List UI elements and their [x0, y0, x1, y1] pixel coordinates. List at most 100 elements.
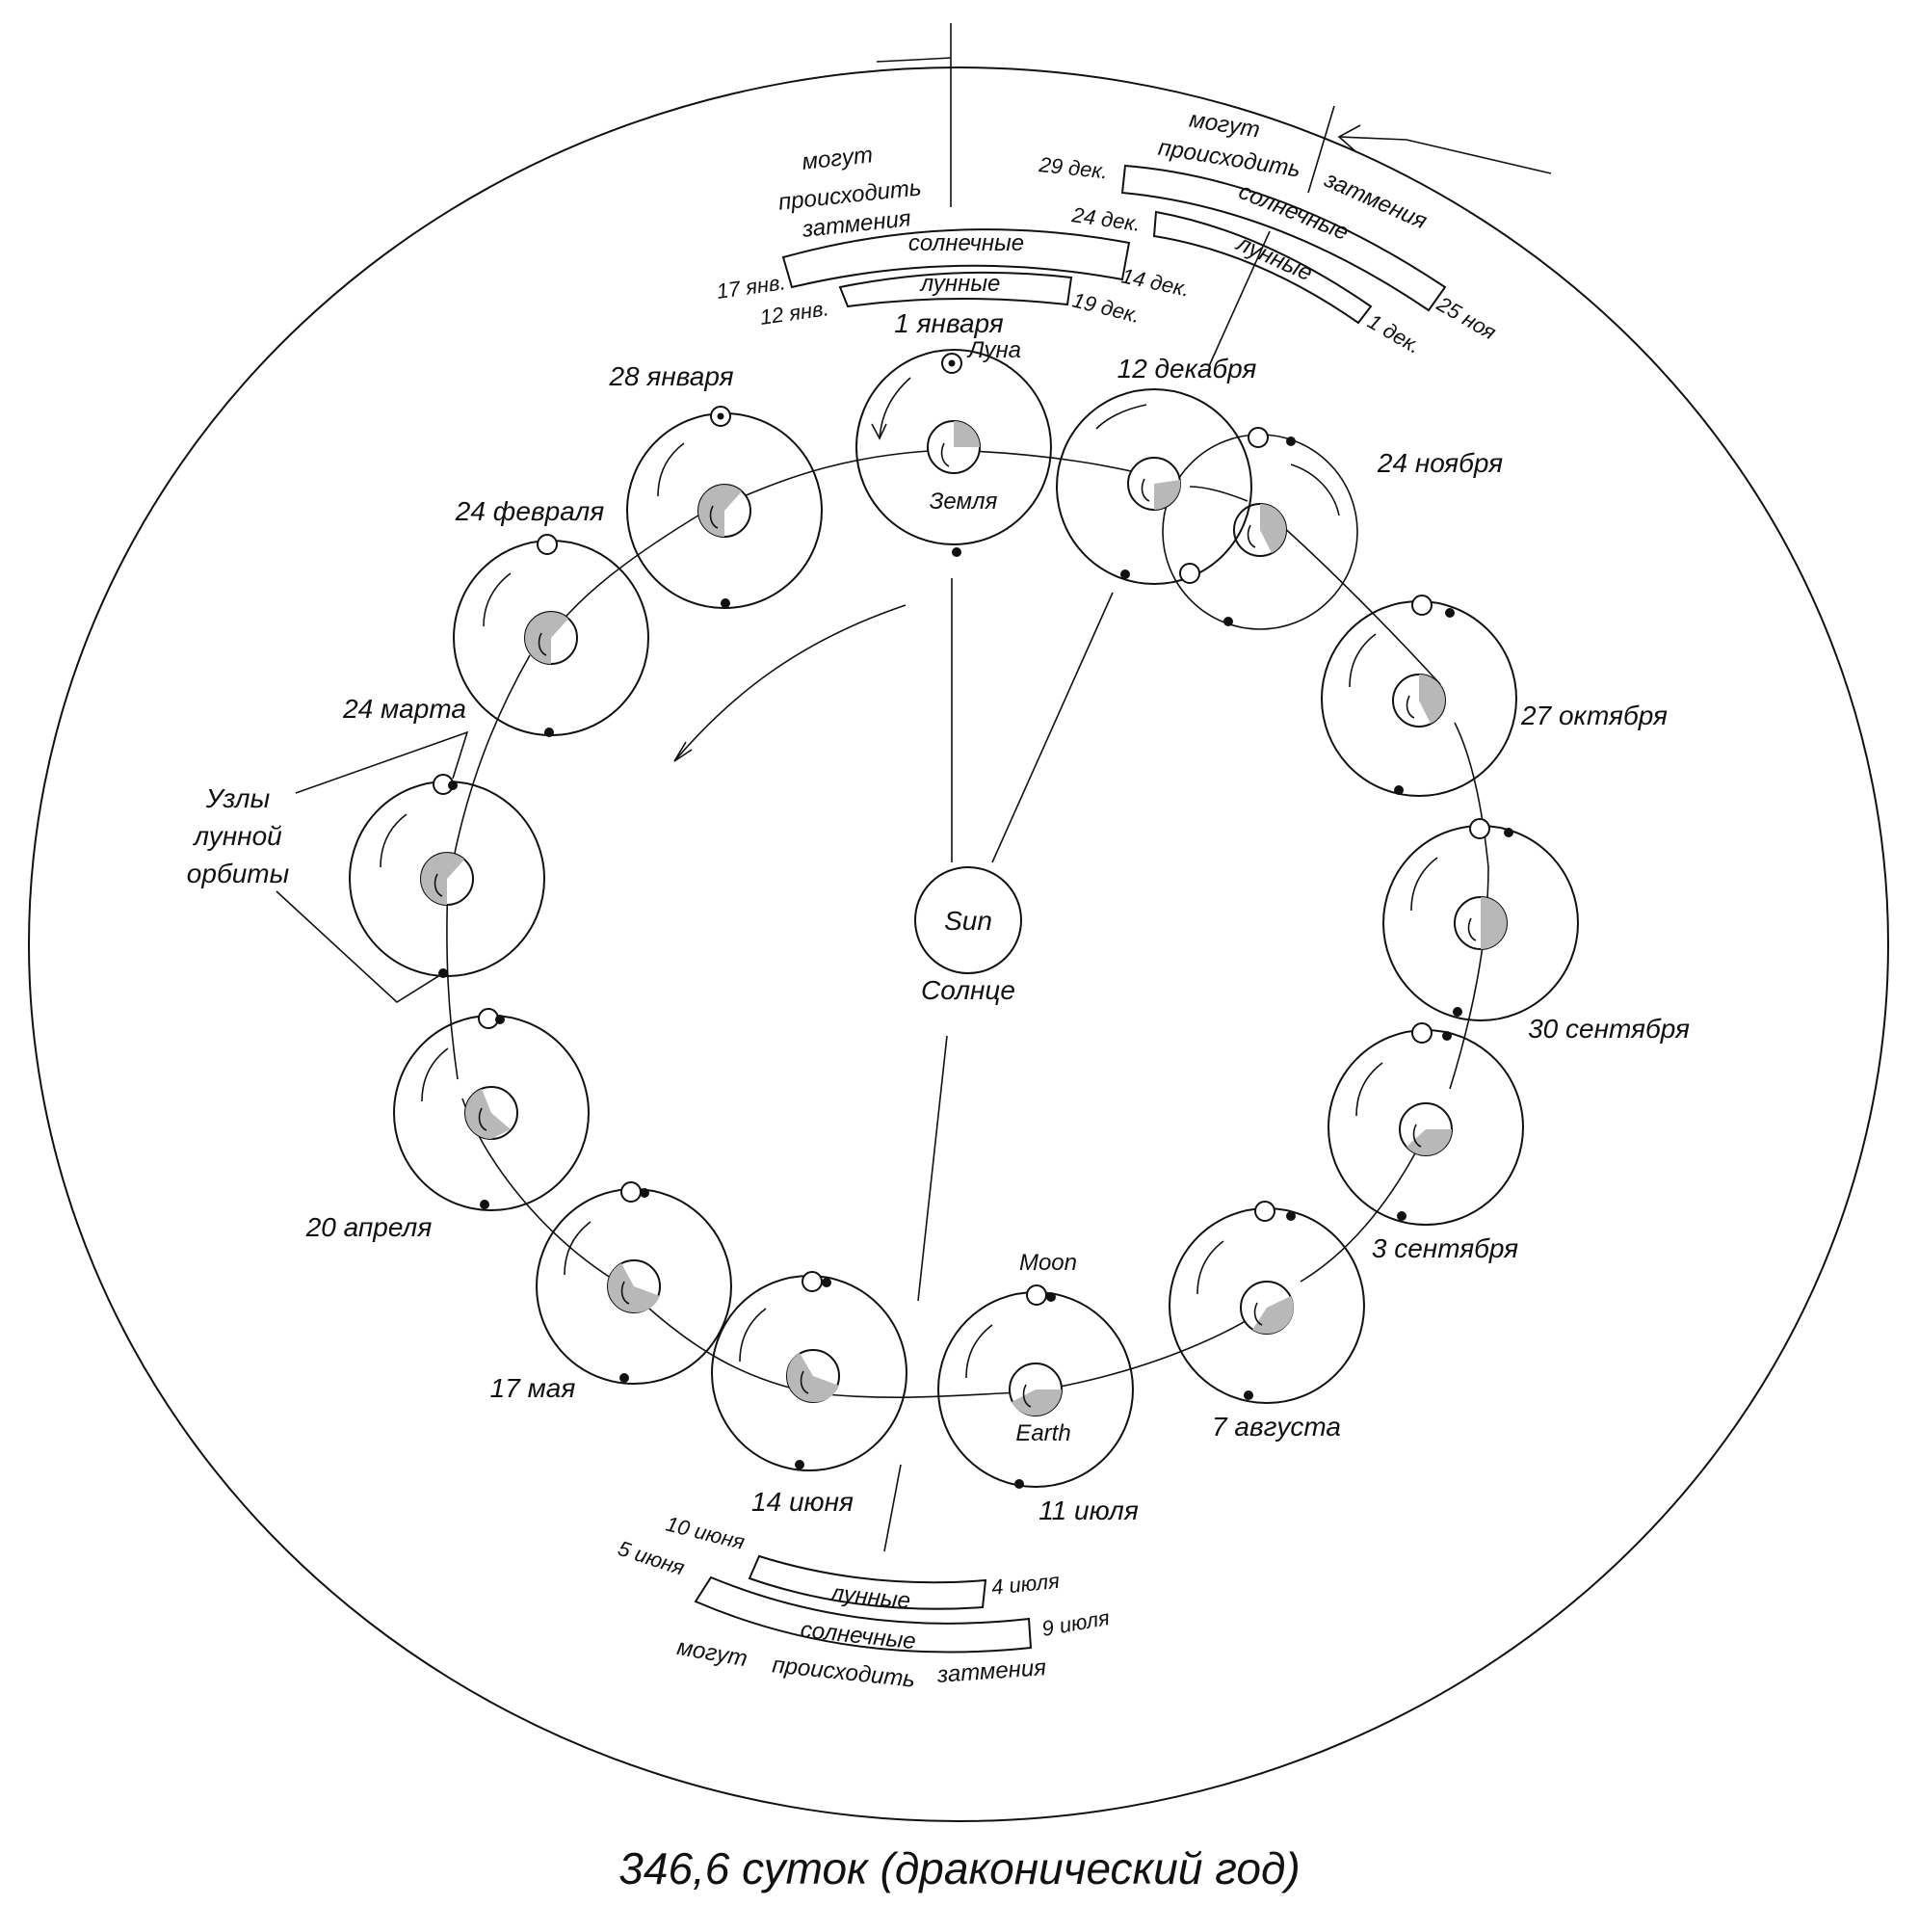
node-dot-lower: [1223, 617, 1233, 626]
solar-band: [694, 1575, 1033, 1654]
earth-rotation-arrow: [478, 1107, 487, 1131]
earth-shadow: [698, 485, 742, 537]
moon-orbit-arrow: [1410, 857, 1438, 912]
moon-orbit-arrow: [483, 572, 512, 627]
earth-shadow: [465, 1089, 511, 1139]
moon-body: [1411, 595, 1433, 616]
moon-orbit-arrow: [739, 1308, 767, 1363]
node-dot-lower: [480, 1200, 489, 1209]
moon-orbit-arrow: [1290, 463, 1340, 516]
date-label: 14 июня: [751, 1487, 854, 1517]
moon-center-dot: [948, 359, 956, 367]
position-nov-24: 24 ноября: [1162, 427, 1503, 630]
earth-shadow: [1481, 897, 1507, 949]
earth-rotation-arrow: [940, 442, 950, 467]
moon-label-en: Moon: [1019, 1250, 1077, 1276]
date-label: 20 апреля: [305, 1212, 433, 1242]
sun-label-ru: Солнце: [921, 975, 1015, 1005]
lunar-band-label: лунные: [828, 1580, 911, 1615]
position-sep-3: 3 сентября: [1328, 1022, 1524, 1263]
node-dot: [1445, 608, 1455, 618]
earth-rotation-arrow: [1412, 1124, 1422, 1148]
note-line-1: могут: [801, 142, 874, 175]
moon-orbit: [1056, 388, 1252, 585]
date-label: 1 января: [894, 308, 1004, 338]
interior-motion-arrowhead: [673, 741, 693, 762]
moon-body: [1469, 818, 1490, 839]
lunar-band-label: лунные: [919, 271, 1001, 297]
earth-label-en: Earth: [1015, 1420, 1070, 1446]
moon-orbit-arrow: [1196, 1240, 1224, 1295]
earth-shadow: [1419, 675, 1445, 724]
node-dot: [1046, 1292, 1056, 1302]
lunar-band: [1152, 210, 1373, 325]
node-dot-lower: [1453, 1007, 1462, 1017]
eclipse-season-top-left: солнечные лунные могут происходить затме…: [715, 142, 1192, 330]
note-line-2: происходить: [771, 1652, 916, 1692]
earth-rotation-arrow: [709, 505, 719, 529]
node-dot-lower: [795, 1460, 804, 1469]
moon-body: [802, 1271, 823, 1292]
node-dot: [640, 1188, 649, 1198]
earth-shadow: [786, 1353, 839, 1403]
earth-rotation-arrow: [1022, 1384, 1032, 1408]
node-line-tilted-b: [1208, 230, 1271, 367]
position-feb-24: 24 февраля: [453, 496, 649, 737]
position-jan-28: 28 января: [608, 361, 823, 609]
note-line-3: затмения: [935, 1654, 1047, 1688]
lunar-start-date: 12 янв.: [758, 296, 830, 330]
node-dot: [1442, 1031, 1452, 1041]
moon-body: [1411, 1022, 1433, 1044]
date-label: 12 декабря: [1117, 354, 1257, 384]
nodes-pointer-bottom: [276, 890, 444, 1004]
position-mar-24: 24 марта: [342, 694, 545, 978]
moon-orbit-arrow: [421, 1047, 449, 1102]
lunar-band-label: лунные: [1231, 229, 1316, 286]
moon-body: [1248, 427, 1269, 448]
earth-rotation-arrow: [1406, 695, 1415, 719]
date-label: 3 сентября: [1372, 1233, 1518, 1263]
nodes-label-line-3: орбиты: [187, 859, 290, 888]
moon-label: Луна: [966, 337, 1021, 363]
solar-start-date: 5 июня: [615, 1536, 687, 1580]
nodes-pointer-top: [295, 730, 469, 794]
earth-label: Земля: [930, 489, 998, 515]
date-label: 30 сентября: [1528, 1014, 1690, 1044]
date-label: 28 января: [608, 361, 733, 391]
node-dot: [1504, 828, 1513, 837]
earth-orbit-ellipse: [28, 66, 1889, 1822]
top-left-leader: [876, 57, 952, 63]
earth-rotation-arrow: [1247, 524, 1256, 548]
earth-shadow: [1260, 504, 1286, 553]
lunar-end-date: 19 дек.: [1070, 288, 1143, 329]
earth-shadow: [1252, 1296, 1294, 1335]
node-dot: [721, 598, 730, 608]
node-dot: [544, 728, 554, 737]
node-dot: [952, 547, 961, 557]
earth-path: [446, 449, 1489, 1398]
earth-rotation-arrow: [620, 1281, 630, 1305]
moon-body: [537, 534, 558, 555]
nodes-callout: Узлы лунной орбиты: [187, 730, 469, 1004]
moon-body: [1179, 563, 1200, 584]
nodes-label-line-1: Узлы: [205, 783, 271, 813]
node-dot: [1286, 437, 1296, 446]
node-line-tilted-c: [1307, 105, 1335, 194]
position-oct-27: 27 октября: [1321, 595, 1668, 797]
node-dot: [1286, 1211, 1296, 1221]
solar-start-date: 17 янв.: [715, 270, 787, 304]
moon-body: [478, 1008, 499, 1029]
solar-end-date: 9 июля: [1040, 1605, 1112, 1641]
position-aug-7: 7 августа: [1169, 1201, 1365, 1442]
sun-label-en: Sun: [944, 906, 992, 936]
node-dot: [1120, 569, 1130, 579]
earth-rotation-arrow: [800, 1370, 809, 1394]
moon-orbit-arrow: [564, 1221, 591, 1276]
position-apr-20: 20 апреля: [305, 1008, 590, 1242]
lunar-start-date: 10 июня: [664, 1512, 748, 1554]
earth-shadow: [525, 612, 568, 664]
lunar-start-date: 24 дек.: [1069, 202, 1142, 236]
date-label: 17 мая: [490, 1373, 576, 1403]
node-dot: [448, 781, 458, 790]
moon-center-dot: [717, 412, 724, 420]
